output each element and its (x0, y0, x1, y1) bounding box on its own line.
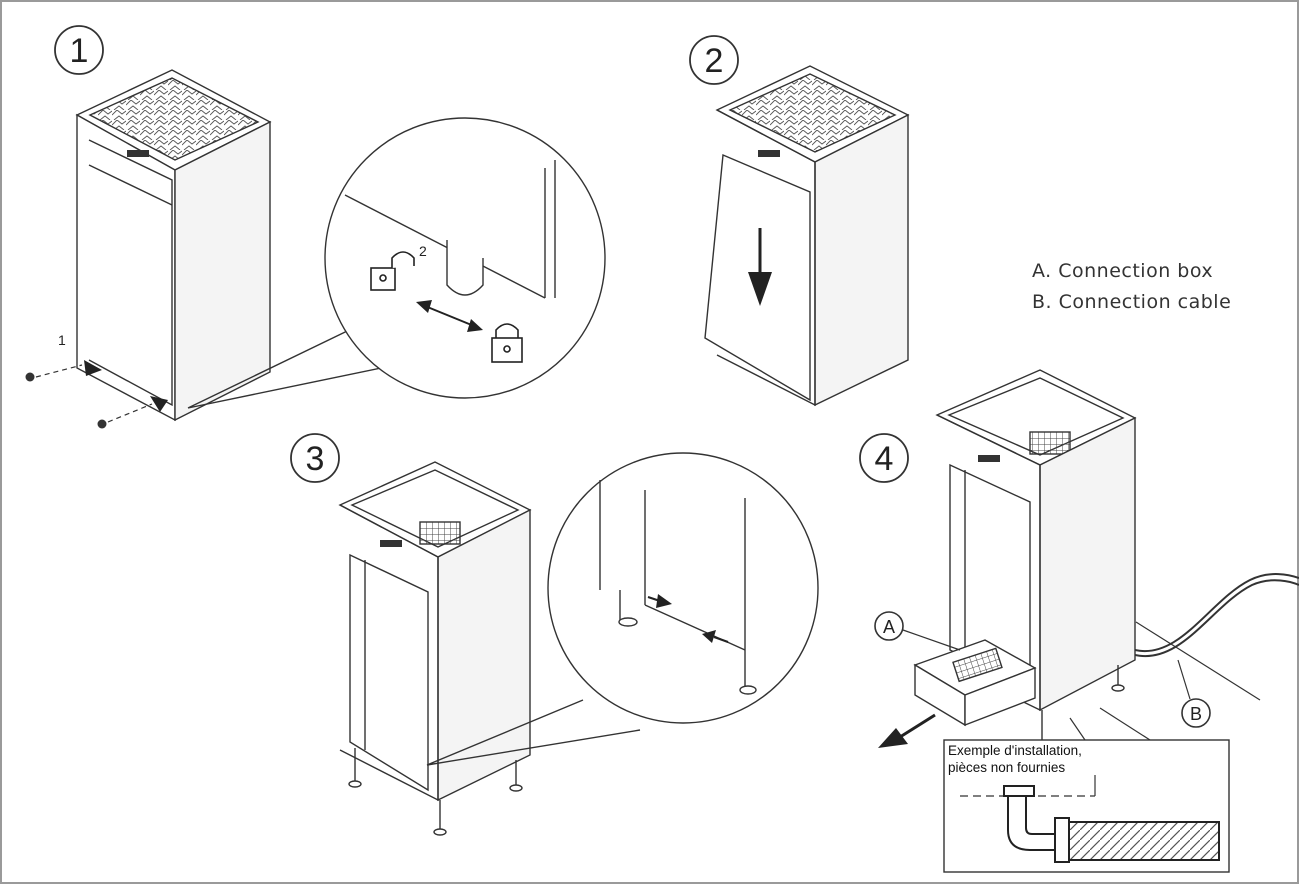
left-arrow (702, 630, 729, 643)
callout-a: A (874, 611, 961, 651)
step-3-circle (290, 433, 340, 483)
step-4-circle (859, 433, 909, 483)
step-2: 2 (689, 35, 910, 407)
heater-3 (338, 461, 532, 836)
screw-icon (25, 360, 102, 382)
inset-note-line1: Exemple d'installation, (948, 743, 1082, 758)
step-2-number: 2 (705, 42, 724, 80)
inset-note-line2: pièces non fournies (948, 760, 1065, 775)
unlock-label-2: 2 (419, 243, 427, 259)
legend: A. Connection box B. Connection cable (1032, 260, 1231, 313)
pull-out-arrow (878, 713, 936, 748)
step-2-circle (689, 35, 739, 85)
step-1-number: 1 (70, 32, 89, 70)
unlocked-padlock-icon (370, 251, 415, 291)
screw-label-1: 1 (58, 332, 66, 348)
legend-connection-box: A. Connection box (1032, 260, 1213, 282)
step-1-circle (54, 25, 104, 75)
double-arrow (416, 300, 483, 332)
drain-pipe (1003, 785, 1220, 863)
step-3: 3 (290, 433, 819, 836)
step-4: 4 (859, 369, 1299, 873)
right-arrow (647, 594, 672, 608)
installation-example-inset: Exemple d'installation, pièces non fourn… (943, 707, 1230, 873)
legend-connection-cable: B. Connection cable (1032, 291, 1231, 313)
connection-cable (1134, 573, 1299, 701)
connection-box (913, 639, 1037, 727)
heater-1 (75, 69, 272, 422)
heater-2 (704, 65, 910, 407)
callout-a-letter: A (883, 617, 895, 637)
step-1: 1 1 2 (25, 25, 606, 429)
zoom-callout-3 (426, 452, 819, 766)
heater-4 (935, 369, 1137, 748)
zoom-callout-1 (187, 117, 606, 409)
step-3-number: 3 (306, 440, 325, 478)
step-4-number: 4 (875, 440, 894, 478)
callout-b-letter: B (1190, 704, 1202, 724)
callout-b: B (1177, 659, 1211, 728)
locked-padlock-icon (491, 323, 523, 363)
screw-icon (97, 396, 168, 429)
down-arrow (748, 228, 772, 306)
